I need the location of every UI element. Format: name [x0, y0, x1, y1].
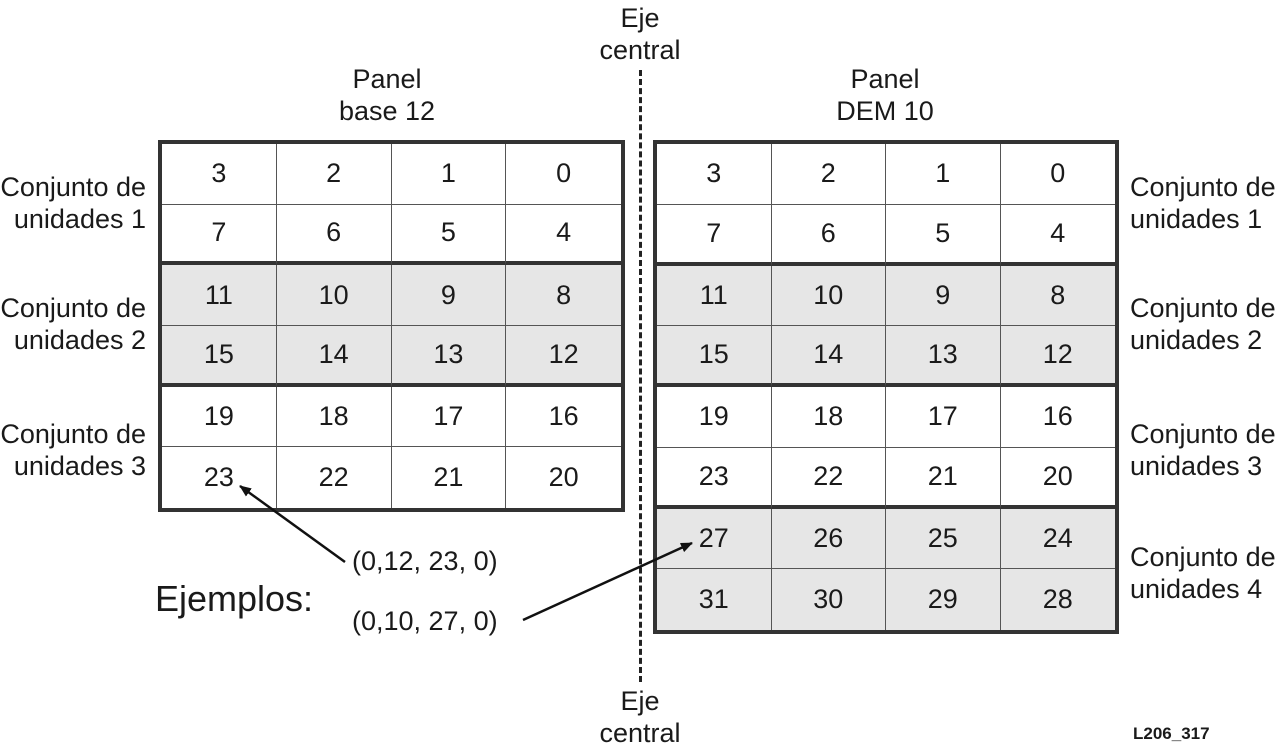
- right-set-label-4-line2: unidades 4: [1130, 574, 1263, 604]
- cell-right-panel-r6-c1: 26: [771, 508, 886, 570]
- cell-right-panel-r1-c1: 6: [771, 204, 886, 266]
- cell-right-panel-r7-c3: 28: [1000, 569, 1115, 630]
- right-set-label-2-line2: unidades 2: [1130, 325, 1263, 355]
- right-set-label-3-line1: Conjunto de: [1130, 419, 1275, 449]
- axis-label-top-line1: Eje: [620, 3, 660, 33]
- cell-right-panel-r1-c2: 5: [886, 204, 1001, 266]
- right-set-label-1: Conjunto de unidades 1: [1130, 171, 1275, 235]
- left-set-label-2: Conjunto de unidades 2: [0, 292, 146, 356]
- cell-right-panel-r5-c1: 22: [771, 447, 886, 509]
- cell-right-panel-r2-c0: 11: [657, 265, 772, 327]
- cell-left-panel-r2-c2: 9: [391, 265, 507, 326]
- cell-right-panel-r3-c2: 13: [886, 326, 1001, 387]
- cell-left-panel-r5-c3: 20: [548, 462, 579, 493]
- cell-right-panel-r3-c1: 14: [771, 326, 886, 387]
- cell-right-panel-r6-c2: 25: [886, 508, 1001, 570]
- cell-right-panel-r0-c0: 3: [657, 144, 772, 205]
- cell-left-panel-r3-c2: 13: [391, 326, 507, 387]
- cell-right-panel-r0-c2: 1: [886, 144, 1001, 205]
- right-set-label-4-line1: Conjunto de: [1130, 542, 1275, 572]
- axis-label-bottom-line1: Eje: [620, 686, 660, 716]
- left-panel-title-line2: base 12: [338, 96, 436, 126]
- cell-left-panel-r1-c1: 6: [276, 204, 392, 266]
- cell-left-panel-r5-c1: 22: [277, 447, 392, 508]
- cell-right-panel-r4-c2: 17: [886, 387, 1001, 448]
- example-1-text: (0,12, 23, 0): [352, 546, 498, 576]
- example-2-text: (0,10, 27, 0): [352, 606, 498, 636]
- cell-left-panel-r1-c3: 4: [506, 205, 621, 266]
- cell-left-panel-r2-c3: 8: [506, 265, 621, 326]
- cell-right-panel-r2-c3: 8: [1000, 265, 1115, 327]
- cell-left-panel-r4-c1: 18: [276, 386, 392, 448]
- cell-right-panel-r7-c2: 29: [886, 569, 1001, 630]
- left-set-label-2-line1: Conjunto de: [0, 293, 146, 323]
- cell-left-panel-r3-c0: 15: [162, 326, 277, 387]
- left-set-label-2-line2: unidades 2: [13, 325, 146, 355]
- right-set-label-4: Conjunto de unidades 4: [1130, 541, 1275, 605]
- cell-left-panel-r1-c2: 5: [391, 204, 507, 266]
- axis-label-top-line2: central: [599, 35, 681, 65]
- left-panel-title: Panel base 12: [287, 63, 487, 127]
- left-set-label-3: Conjunto de unidades 3: [0, 418, 146, 482]
- cell-right-panel-r2-c2: 9: [886, 265, 1001, 327]
- cell-left-panel-r2-c0: 11: [162, 265, 277, 326]
- cell-left-panel-r4-c3: 16: [506, 387, 621, 448]
- cell-right-panel-r0-c3: 0: [1000, 144, 1115, 205]
- cell-left-panel-r5-c2: 21: [392, 447, 507, 508]
- right-set-label-3-line2: unidades 3: [1130, 451, 1263, 481]
- right-set-label-1-line1: Conjunto de: [1130, 172, 1275, 202]
- cell-left-panel-r2-c1: 10: [276, 265, 392, 326]
- center-axis-line: [639, 70, 642, 682]
- right-set-label-1-line2: unidades 1: [1130, 204, 1263, 234]
- cell-left-panel-r5-c0: 23: [162, 447, 277, 508]
- cell-right-panel-r2-c1: 10: [771, 265, 886, 327]
- cell-left-panel-r0-c1: 2: [276, 144, 392, 205]
- examples-label: Ejemplos:: [155, 578, 314, 619]
- cell-right-panel-r1-c3: 4: [1000, 205, 1115, 266]
- right-panel-title-line1: Panel: [850, 64, 920, 94]
- cell-right-panel-r0-c1: 2: [771, 144, 886, 205]
- example-2-arrow: [522, 541, 693, 622]
- cell-right-panel-r4-c0: 19: [657, 387, 772, 448]
- right-set-label-3: Conjunto de unidades 3: [1130, 418, 1275, 482]
- cell-left-panel-r4-c0: 19: [162, 386, 277, 448]
- cell-left-panel-r0-c3: 0: [506, 144, 621, 205]
- cell-right-panel-r4-c3: 16: [1000, 387, 1115, 448]
- axis-label-top: Eje central: [580, 2, 700, 66]
- cell-right-panel-r3-c3: 12: [1000, 326, 1115, 387]
- cell-right-panel-r6-c3: 24: [1000, 508, 1115, 570]
- left-panel-title-line1: Panel: [352, 64, 422, 94]
- cell-right-panel-r6-c0: 27: [657, 508, 772, 570]
- cell-left-panel-r0-c0: 3: [162, 144, 277, 205]
- cell-right-panel-r5-c2: 21: [886, 447, 1001, 509]
- cell-left-panel-r1-c0: 7: [162, 204, 277, 266]
- left-set-label-1-line1: Conjunto de: [0, 172, 146, 202]
- cell-right-panel-r3-c0: 15: [657, 326, 772, 387]
- cell-right-panel-r5-c3: 20: [1000, 448, 1115, 509]
- right-panel-title-line2: DEM 10: [836, 96, 934, 126]
- right-set-label-2-line1: Conjunto de: [1130, 293, 1275, 323]
- example-1-arrow: [239, 484, 346, 564]
- left-set-label-3-line1: Conjunto de: [0, 419, 146, 449]
- figure-id: L206_317: [1133, 724, 1210, 743]
- cell-left-panel-r3-c1: 14: [276, 326, 392, 387]
- left-set-label-1: Conjunto de unidades 1: [0, 171, 146, 235]
- axis-label-bottom: Eje central: [580, 685, 700, 749]
- cell-right-panel-r1-c0: 7: [657, 204, 772, 266]
- cell-right-panel-r7-c0: 31: [657, 569, 772, 630]
- cell-right-panel-r5-c0: 23: [657, 447, 772, 509]
- cell-left-panel-r0-c2: 1: [391, 144, 507, 205]
- cell-right-panel-r7-c1: 30: [771, 569, 886, 630]
- right-panel-title: Panel DEM 10: [785, 63, 985, 127]
- right-set-label-2: Conjunto de unidades 2: [1130, 292, 1275, 356]
- left-set-label-3-line2: unidades 3: [13, 451, 146, 481]
- left-set-label-1-line2: unidades 1: [13, 204, 146, 234]
- cell-left-panel-r4-c2: 17: [391, 386, 507, 448]
- cell-left-panel-r3-c3: 12: [506, 326, 621, 387]
- axis-label-bottom-line2: central: [599, 718, 681, 748]
- cell-right-panel-r4-c1: 18: [771, 387, 886, 448]
